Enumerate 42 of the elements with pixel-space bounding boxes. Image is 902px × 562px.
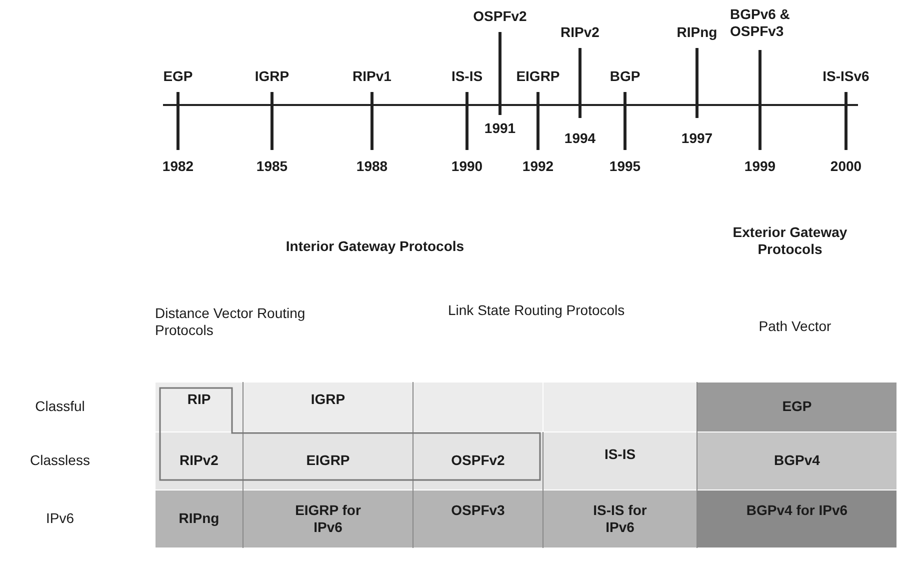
column-heading: Link State Routing Protocols <box>448 302 626 319</box>
protocol-name: EGP <box>781 398 813 415</box>
protocol-name: EGP <box>162 68 194 85</box>
protocol-name: IS-IS <box>603 446 637 463</box>
protocol-name: IS-ISv6 <box>822 68 870 85</box>
year-label: 1982 <box>161 158 195 175</box>
protocol-name: BGPv4 for IPv6 <box>745 502 849 519</box>
section-heading: Interior Gateway Protocols <box>284 238 466 255</box>
year-label: 1994 <box>563 130 597 147</box>
section-heading: Exterior Gateway Protocols <box>732 224 848 258</box>
row-header: Classful <box>34 398 86 415</box>
protocol-name: OSPFv2 <box>472 8 528 25</box>
year-label: 2000 <box>829 158 863 175</box>
year-label: 1988 <box>355 158 389 175</box>
protocol-name: IGRP <box>310 391 346 408</box>
protocol-name: RIPv2 <box>560 24 600 41</box>
protocol-name: BGPv6 & OSPFv3 <box>730 6 791 40</box>
protocol-name: RIPng <box>178 510 220 527</box>
year-label: 1995 <box>608 158 642 175</box>
protocol-name: BGP <box>608 68 642 85</box>
protocol-name: RIPv1 <box>352 68 392 85</box>
column-heading: Distance Vector Routing Protocols <box>155 305 306 339</box>
protocol-name: EIGRP for IPv6 <box>294 502 362 536</box>
protocol-name: IGRP <box>254 68 290 85</box>
year-label: 1992 <box>521 158 555 175</box>
protocol-name: EIGRP <box>515 68 561 85</box>
protocol-name: BGPv4 <box>773 452 821 469</box>
protocol-name: IS-IS for IPv6 <box>592 502 648 536</box>
protocol-name: OSPFv2 <box>450 452 506 469</box>
protocol-name: RIPv2 <box>178 452 220 469</box>
protocol-name: OSPFv3 <box>450 502 506 519</box>
year-label: 1990 <box>450 158 484 175</box>
column-heading: Path Vector <box>758 318 832 335</box>
year-label: 1991 <box>483 120 517 137</box>
year-label: 1997 <box>680 130 714 147</box>
row-header: Classless <box>29 452 91 469</box>
year-label: 1985 <box>255 158 289 175</box>
protocol-name: EIGRP <box>305 452 351 469</box>
year-label: 1999 <box>743 158 777 175</box>
protocol-name: RIP <box>186 391 212 408</box>
protocol-name: IS-IS <box>450 68 484 85</box>
row-header: IPv6 <box>44 510 75 527</box>
